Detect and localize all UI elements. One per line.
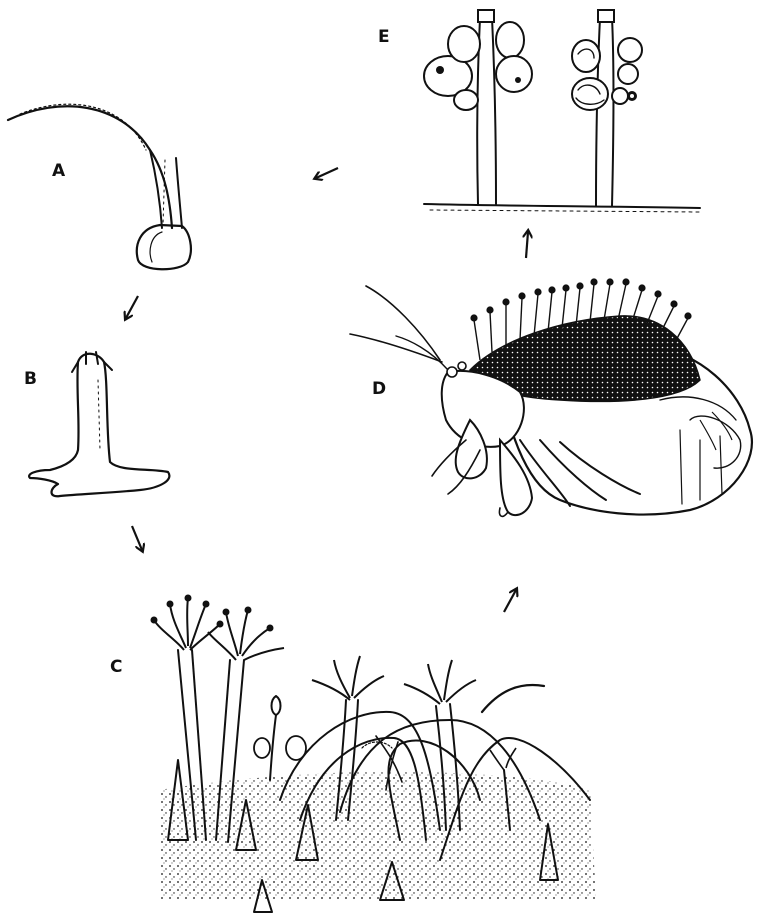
arrow-c-to-d <box>504 590 516 612</box>
stage-b-primary-polyp <box>29 352 169 496</box>
arrow-b-to-c <box>132 526 142 550</box>
arrow-e-to-a <box>316 168 338 178</box>
stage-d-hermit-crab <box>350 279 752 516</box>
stage-c-colony <box>151 595 596 912</box>
stage-label-d: D <box>372 379 386 399</box>
stage-label-b: B <box>24 369 37 389</box>
arrow-a-to-b <box>126 296 138 318</box>
stage-e-reproductive-polyps <box>424 10 700 212</box>
stage-a-planula <box>8 104 191 269</box>
arrow-d-to-e <box>526 232 528 258</box>
stage-label-a: A <box>52 161 66 181</box>
stage-label-e: E <box>378 27 390 47</box>
stage-label-c: C <box>110 657 122 677</box>
